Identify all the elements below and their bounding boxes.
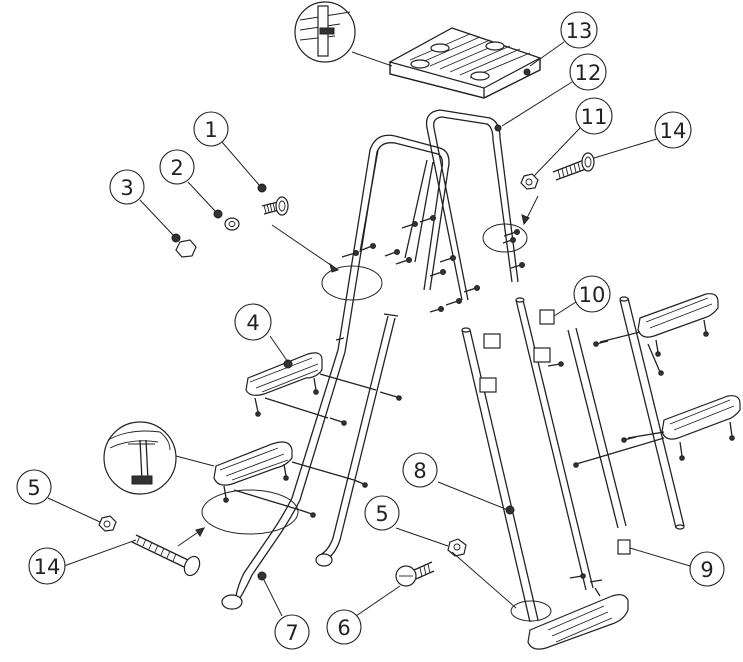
part-14-bolt-lower	[131, 534, 201, 577]
detail-ellipse-frame-left	[321, 265, 383, 301]
callout-9: 9	[689, 551, 725, 587]
callout-12-label: 12	[575, 61, 602, 85]
front-frame	[221, 109, 519, 610]
part-10-clip	[539, 309, 555, 325]
callout-10-label: 10	[579, 283, 606, 307]
callout-11: 11	[575, 97, 613, 135]
callout-1-label: 1	[204, 118, 217, 142]
step-detail-bubble	[103, 421, 177, 495]
rear-legs	[461, 296, 685, 623]
part-14-bolt-upper	[552, 152, 595, 181]
callout-6: 6	[326, 609, 362, 645]
callout-10: 10	[573, 275, 611, 313]
detail-ellipse-lower-step	[201, 489, 299, 535]
callout-9-label: 9	[700, 558, 713, 582]
callout-5-left: 5	[16, 469, 52, 505]
detail-ellipse-frame-right	[482, 223, 528, 253]
callout-6-label: 6	[337, 616, 350, 640]
part-5-nut-left	[98, 515, 117, 532]
part-6-bolt	[395, 561, 435, 587]
part-10-clip-a	[483, 333, 501, 349]
callout-5-left-label: 5	[27, 476, 40, 500]
callout-4-label: 4	[246, 311, 259, 335]
callout-8: 8	[402, 452, 438, 488]
callout-14-upper: 14	[654, 111, 692, 149]
callout-14-lower-label: 14	[34, 555, 61, 579]
callout-2-label: 2	[170, 156, 183, 180]
part-5-nut-center	[447, 538, 467, 557]
top-platform	[388, 27, 542, 99]
frame-screws	[341, 215, 525, 313]
callout-14-upper-label: 14	[660, 119, 687, 143]
part-3-nut	[175, 239, 197, 258]
callout-7: 7	[274, 614, 310, 650]
bolt-assembly-left	[171, 183, 340, 273]
step-upper-right	[593, 293, 719, 376]
callout-3: 3	[109, 169, 145, 205]
callout-13: 13	[560, 11, 598, 49]
callout-8-label: 8	[413, 459, 426, 483]
callout-5-center: 5	[364, 495, 400, 531]
bolt-assembly-right	[520, 152, 595, 226]
callout-11-label: 11	[581, 105, 608, 129]
callout-7-label: 7	[285, 621, 298, 645]
part-bolt-upper	[261, 196, 289, 216]
callout-5-center-label: 5	[375, 502, 388, 526]
part-11-nut	[520, 173, 539, 190]
center-hardware	[395, 538, 467, 587]
callout-3-label: 3	[120, 176, 133, 200]
callout-4: 4	[234, 303, 272, 341]
lower-left-hardware	[98, 515, 205, 577]
callout-14-lower: 14	[28, 547, 66, 585]
part-2-washer	[224, 217, 240, 231]
callout-2: 2	[159, 149, 195, 185]
step-upper-left	[245, 352, 402, 426]
rear-base	[510, 587, 629, 650]
platform-detail-bubble	[294, 1, 393, 67]
callout-13-label: 13	[566, 19, 593, 43]
step-lower-left	[175, 441, 368, 518]
callout-1: 1	[193, 111, 229, 147]
leader-lines	[47, 41, 691, 617]
step-lower-right	[573, 395, 741, 468]
callout-12: 12	[569, 53, 607, 91]
